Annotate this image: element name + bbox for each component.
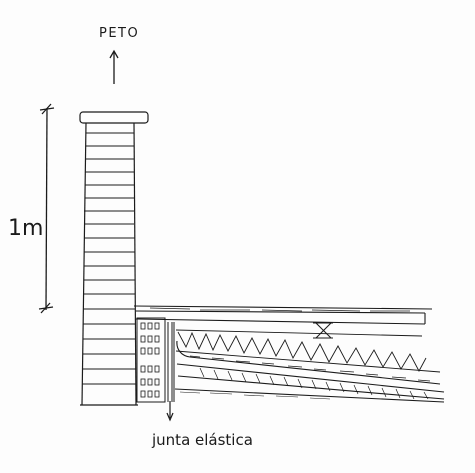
roof-layers (174, 340, 445, 403)
dimension-line (38, 103, 55, 314)
parapet-wall (79, 111, 149, 406)
insulation-layer (175, 329, 441, 373)
height-label: 1m (8, 216, 43, 241)
peto-label: PETO (99, 26, 139, 41)
arrow-up-icon (109, 49, 119, 84)
arrow-down-icon (166, 401, 174, 422)
top-slab (133, 305, 433, 325)
elastic-joint (167, 322, 175, 402)
brick-column (136, 317, 166, 403)
joint-label: junta elástica (151, 431, 253, 449)
support-connector (313, 322, 333, 339)
